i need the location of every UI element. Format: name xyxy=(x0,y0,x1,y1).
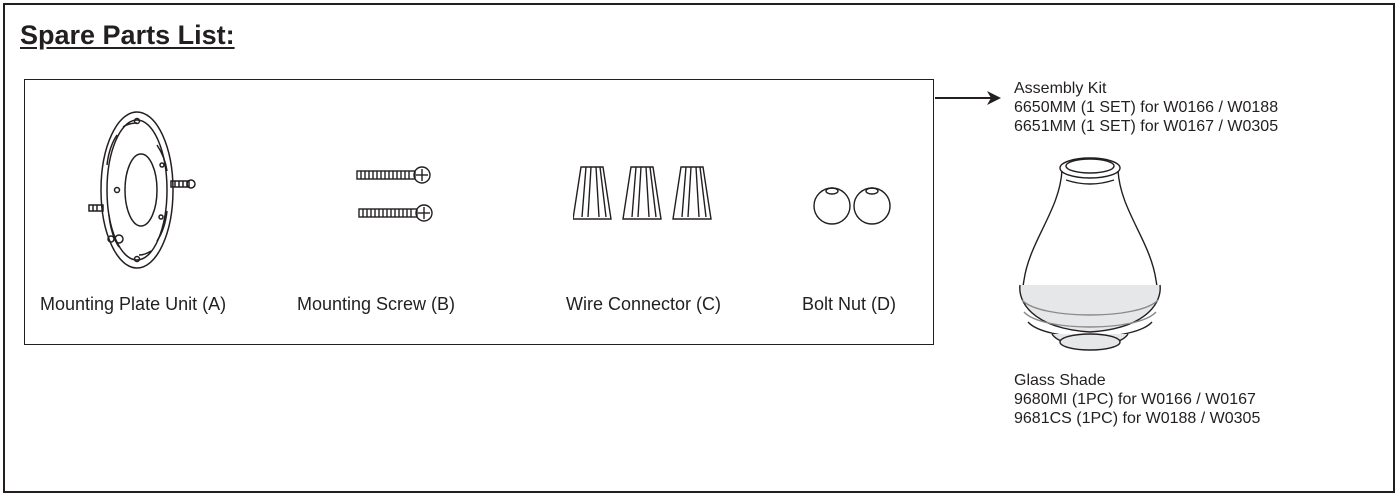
arrow-icon xyxy=(935,91,1001,105)
glass-shade-line: 9680MI (1PC) for W0166 / W0167 xyxy=(1014,391,1256,408)
assembly-kit-box: Mounting Plate Unit (A) Mounting Screw (… xyxy=(24,79,934,345)
bolt-nut-illustration xyxy=(813,187,891,225)
part-label-mounting-screw: Mounting Screw (B) xyxy=(297,294,456,314)
part-label-mounting-plate: Mounting Plate Unit (A) xyxy=(40,294,227,314)
mounting-screw-illustration xyxy=(356,166,433,222)
glass-shade-note: Glass Shade 9680MI (1PC) for W0166 / W01… xyxy=(1014,371,1260,428)
assembly-kit-line: 6651MM (1 SET) for W0167 / W0305 xyxy=(1014,118,1279,135)
glass-shade-illustration xyxy=(1019,157,1161,351)
part-label-bolt-nut: Bolt Nut (D) xyxy=(802,294,897,314)
assembly-kit-note: Assembly Kit 6650MM (1 SET) for W0166 / … xyxy=(1014,79,1278,136)
assembly-kit-line: 6650MM (1 SET) for W0166 / W0188 xyxy=(1014,99,1279,116)
part-label-wire-connector: Wire Connector (C) xyxy=(566,294,722,314)
wire-connector-illustration xyxy=(573,166,712,220)
glass-shade-line: 9681CS (1PC) for W0188 / W0305 xyxy=(1014,410,1261,427)
assembly-kit-heading: Assembly Kit xyxy=(1014,80,1107,97)
mounting-plate-illustration xyxy=(88,111,196,269)
glass-shade-heading: Glass Shade xyxy=(1014,372,1106,389)
page-title: Spare Parts List: xyxy=(20,20,235,50)
